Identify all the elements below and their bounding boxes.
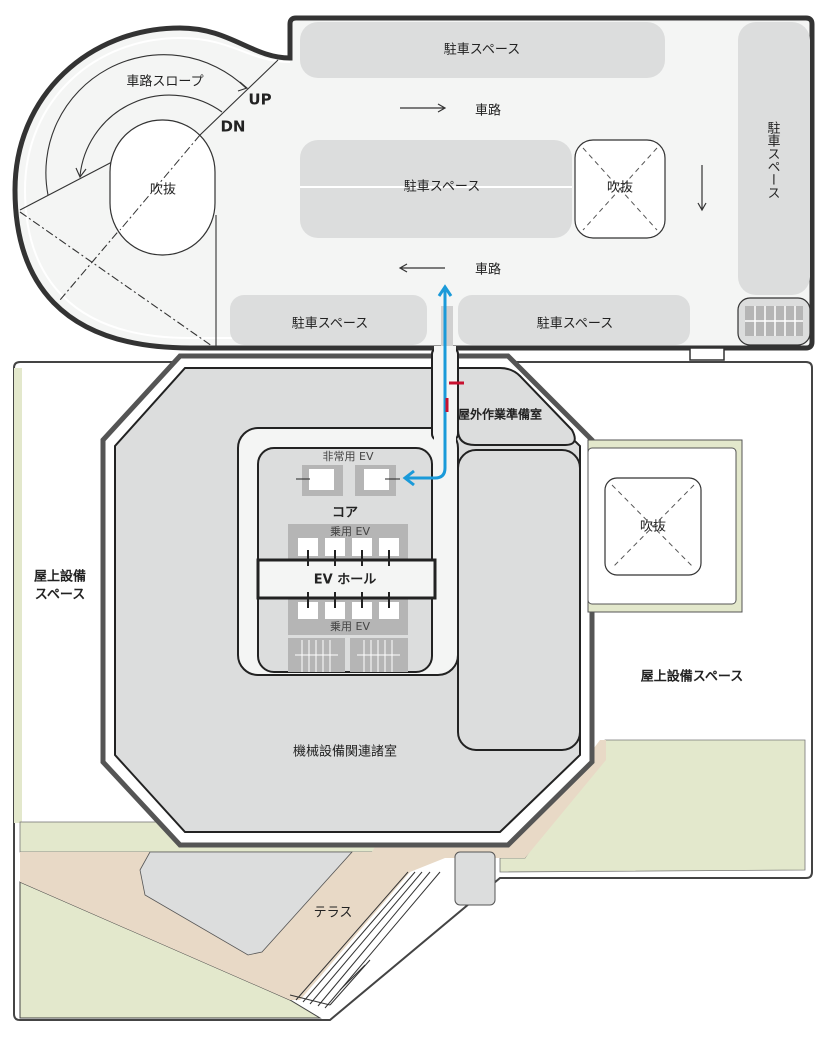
- equipment-space-left-label-1: 屋上設備: [34, 569, 86, 585]
- arrow-down-icon: [697, 165, 707, 212]
- road-lower-label: 車路: [475, 262, 501, 278]
- parking-level: 駐車スペース 駐車スペース 吹抜 駐車スペース 駐車スペース 駐車スペース 車路…: [12, 15, 815, 351]
- up-label: UP: [248, 91, 271, 109]
- ramp-up-arrowhead: [237, 81, 249, 92]
- dn-label: DN: [220, 118, 245, 136]
- void-oval: [109, 119, 216, 256]
- ev-hall-label: EV ホール: [314, 573, 376, 588]
- outdoor-prep-room: [457, 367, 576, 446]
- evacuation-route: [406, 290, 447, 480]
- parking-space-middle: [300, 140, 572, 238]
- void-x-line: [582, 147, 658, 231]
- ramp-label: 車路スロープ: [126, 74, 203, 90]
- equipment-space-right-label: 屋上設備スペース: [641, 669, 743, 685]
- stairs-grid: [745, 306, 803, 336]
- parking-space-bottom-left: [230, 295, 427, 345]
- passenger-ev-lower-label: 乗用 EV: [330, 620, 370, 633]
- ev-hall: [256, 558, 437, 600]
- ramp-up-arc: [45, 54, 247, 196]
- ev-doors: [307, 550, 390, 608]
- passenger-ev-cars-lower: [298, 602, 399, 619]
- ramp-down-arrowhead: [75, 167, 87, 179]
- road-upper-label: 車路: [475, 103, 501, 119]
- green-triangle: [19, 881, 322, 1019]
- emergency-ev-car: [309, 469, 334, 490]
- arrow-right-icon: [400, 103, 447, 113]
- machine-rooms-label: 機械設備関連諸室: [293, 744, 397, 760]
- machine-room-right: [457, 449, 581, 751]
- terrace-steps: [289, 871, 441, 1009]
- connector: [689, 347, 725, 361]
- terrace-box: [454, 851, 496, 906]
- parking-space-bottom-right-label: 駐車スペース: [537, 317, 613, 332]
- arrow-left-icon: [398, 263, 445, 273]
- void-oval-label: 吹抜: [150, 182, 176, 198]
- route-arrow-left-icon: [402, 469, 415, 487]
- void-x-line: [611, 484, 695, 569]
- parking-space-bottom-right: [458, 295, 690, 345]
- core-label: コア: [332, 506, 358, 521]
- outdoor-prep-room-label: 屋外作業準備室: [458, 407, 542, 422]
- route-arrow-up-icon: [437, 284, 453, 297]
- ramp-centerline: [119, 134, 201, 231]
- terrace-planter: [139, 851, 353, 956]
- parking-space-right: [738, 22, 810, 295]
- ramp-down-arc: [79, 94, 223, 177]
- parking-space-right-label: 駐車スペース: [765, 121, 781, 199]
- passenger-ev-cars-upper: [298, 538, 399, 556]
- roof-level: テラス 機械設備関連諸室 屋外作業準備室 非常用 EV コア 乗用 EV: [13, 284, 813, 1021]
- parking-space-middle-label: 駐車スペース: [404, 180, 480, 195]
- parking-space-top: [300, 22, 665, 78]
- green-strip-left: [14, 368, 22, 823]
- inner-curb-line: [23, 36, 291, 339]
- parking-space-top-label: 駐車スペース: [444, 43, 520, 58]
- equipment-space-left-label-2: スペース: [35, 588, 85, 603]
- emergency-ev-car: [364, 469, 389, 490]
- parking-space-bottom-left-label: 駐車スペース: [292, 317, 368, 332]
- emergency-ev-label: 非常用 EV: [323, 450, 374, 463]
- terrace-label: テラス: [314, 906, 353, 921]
- void-right-label: 吹抜: [640, 519, 666, 535]
- stairs-center: [441, 306, 453, 346]
- passenger-ev-upper-label: 乗用 EV: [330, 525, 370, 538]
- void-square-label: 吹抜: [607, 180, 633, 196]
- core-stairs: [288, 638, 408, 672]
